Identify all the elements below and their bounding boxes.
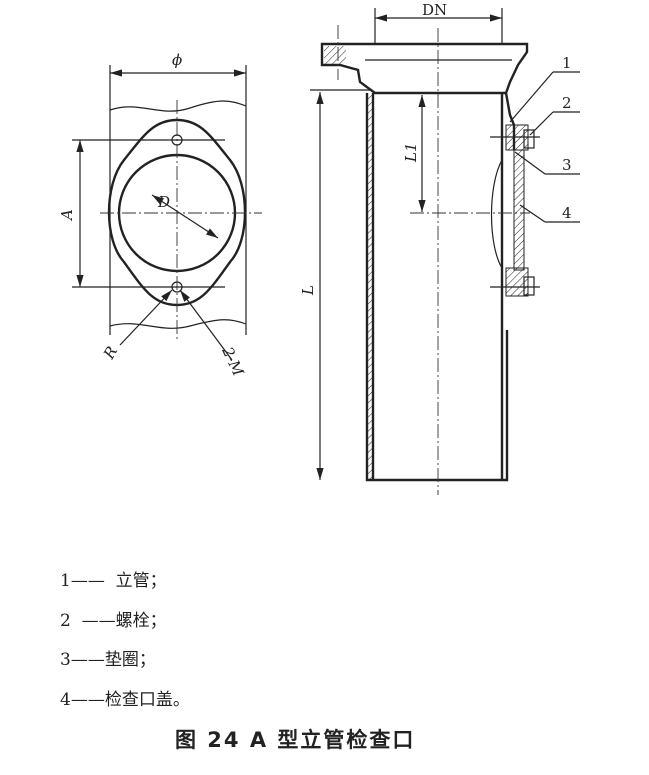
callout-4: 4: [562, 204, 572, 222]
legend-item: 2 ——螺栓；: [60, 611, 167, 631]
figure-caption: 图 24 A 型立管检查口: [175, 728, 416, 752]
legend-item: 4——检查口盖。: [60, 690, 190, 710]
callout-3: 3: [562, 156, 572, 174]
section-view: [310, 8, 580, 495]
callout-1: 1: [562, 54, 572, 72]
dim-A: A: [58, 209, 76, 222]
dim-phi: ϕ: [172, 51, 182, 69]
front-view: [72, 65, 262, 361]
dim-R: R: [99, 343, 121, 363]
dim-M: 2-M: [218, 343, 248, 379]
legend-item: 1—— 立管；: [60, 571, 167, 591]
callout-2: 2: [562, 94, 572, 112]
dim-DN: DN: [422, 1, 447, 19]
dim-D: D: [157, 193, 170, 211]
dim-L: L: [299, 285, 317, 296]
dim-L1: L1: [402, 142, 420, 163]
legend-item: 3——垫圈；: [60, 650, 156, 670]
